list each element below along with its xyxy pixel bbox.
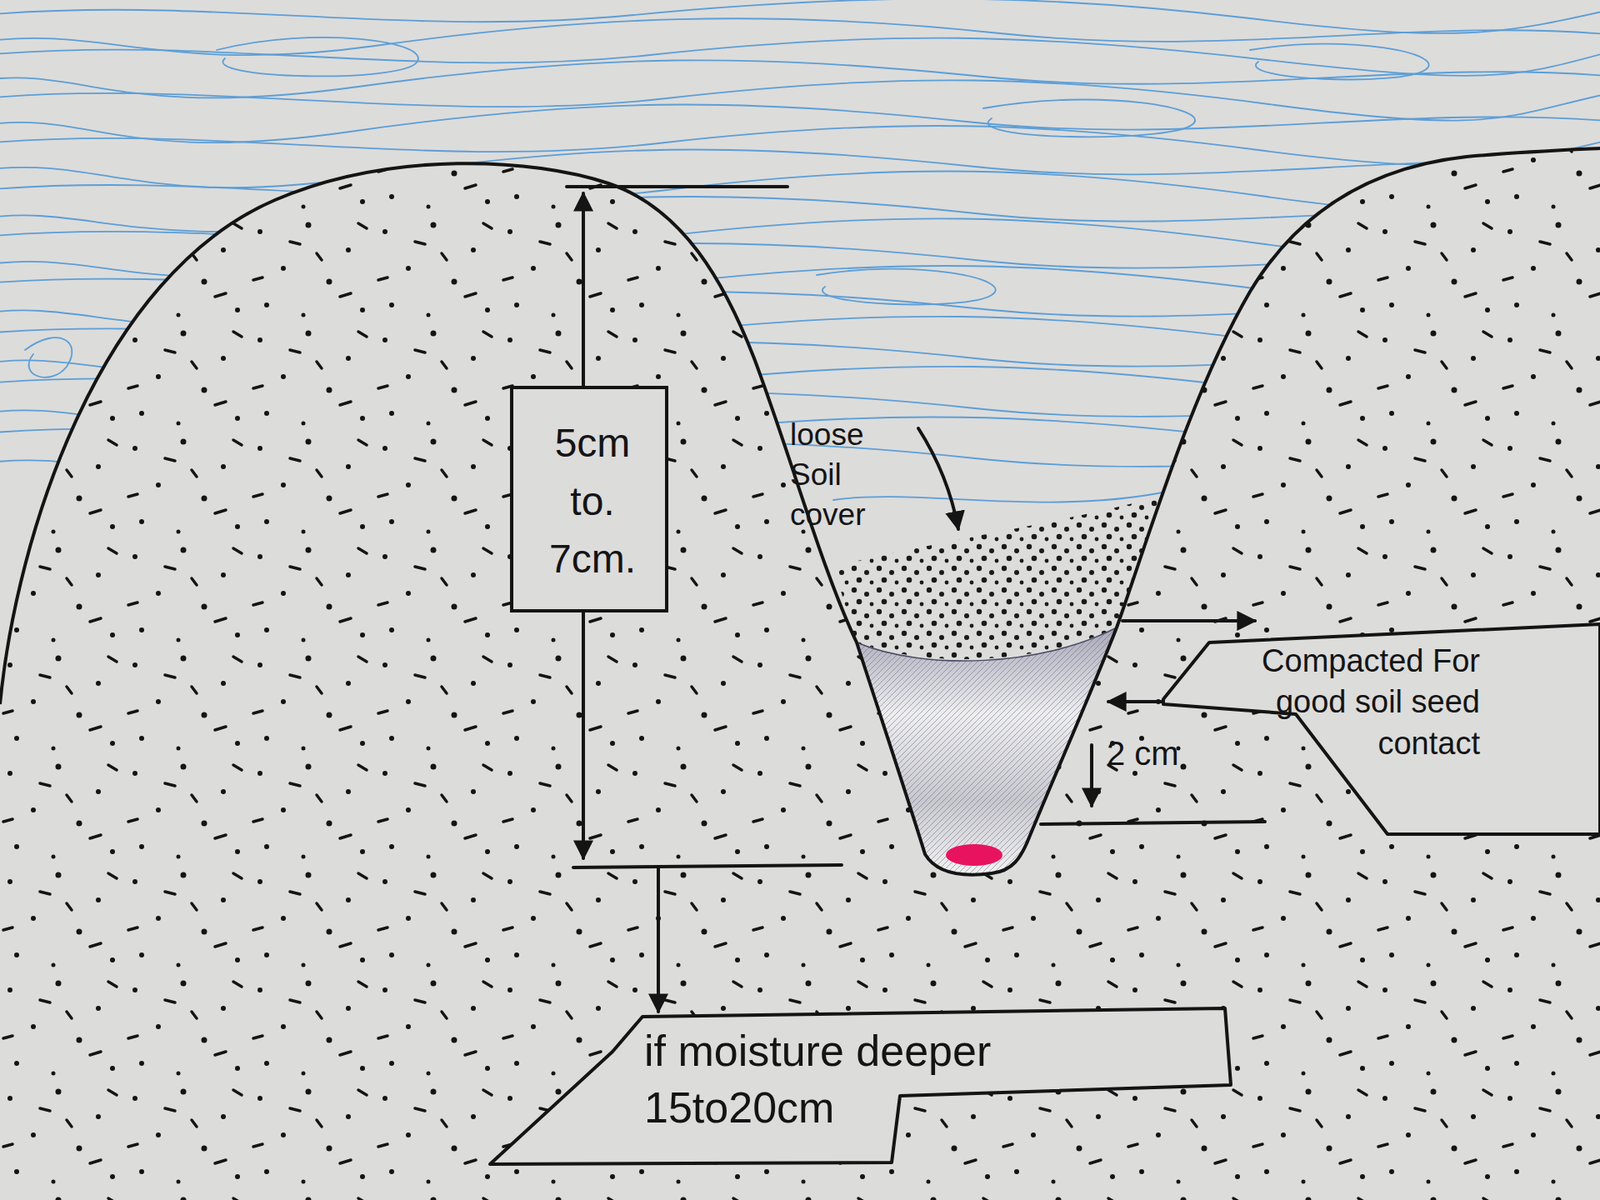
callout-box: Compacted For good soil seed contact (1163, 622, 1600, 836)
note-callout: if moisture deeper 15to20cm (490, 1008, 1231, 1165)
compacted-hatching (856, 627, 1117, 875)
ridge-top-line (566, 185, 788, 189)
loose-soil-leader (918, 428, 959, 530)
text-area: if moisture deeper 15to20cm (644, 1023, 1111, 1136)
callout-text: Compacted For good soil seed contact (1196, 640, 1480, 765)
compacted-top-line (1122, 619, 1255, 623)
deeper-arrow (656, 867, 660, 1012)
compacted-leader (1108, 700, 1164, 704)
text-area: 5cm to. 7cm. (542, 414, 643, 589)
compacted-soil (856, 627, 1117, 875)
depth-arrow-down (581, 612, 585, 859)
dimension-lines (566, 186, 1265, 1012)
seed-depth-line (573, 865, 842, 868)
callout-shape (490, 1008, 1231, 1165)
measurement-box: 5cm to. 7cm. (510, 385, 669, 613)
compacted-bottom-line (1040, 821, 1265, 825)
callout-shape (1163, 624, 1600, 835)
soil-ground (0, 148, 1600, 1200)
note-text: if moisture deeper 15to20cm (644, 1023, 1111, 1136)
dimension-text: 5cm to. 7cm. (542, 414, 643, 589)
soil-label: loose Soil cover (790, 415, 886, 535)
seed (945, 844, 1003, 866)
text-area: Compacted For good soil seed contact (1196, 640, 1480, 765)
dimension-label: 2 cm (1106, 733, 1224, 774)
ridge-outline (0, 148, 1600, 875)
depth-arrow-up (581, 193, 585, 386)
two-cm-arrow (1090, 745, 1094, 806)
